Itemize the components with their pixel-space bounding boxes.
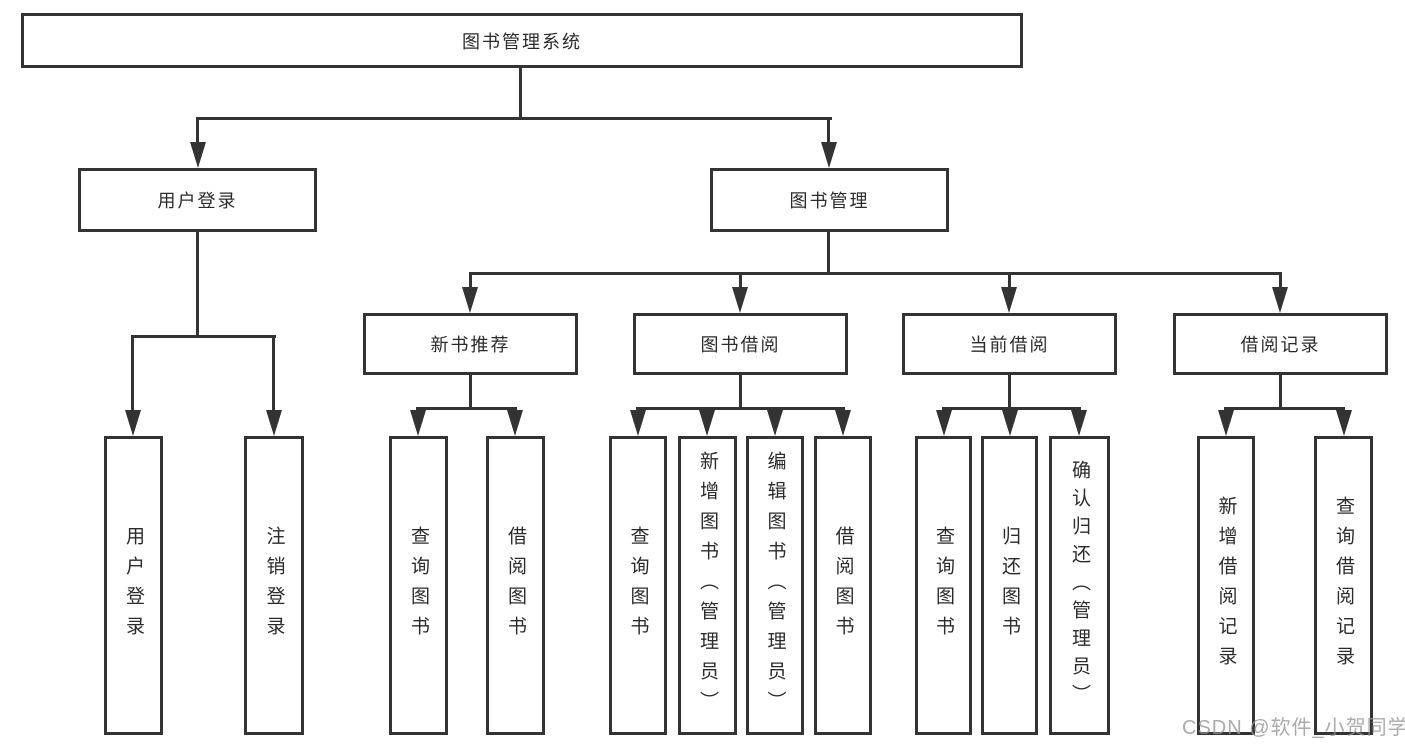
node-new-book-recommend: 新书推荐 xyxy=(363,313,578,375)
arrow-leaf-e1 xyxy=(1218,410,1234,436)
connector-root-stem xyxy=(519,68,522,117)
arrow-leaf-c2 xyxy=(699,410,715,436)
node-book-borrow: 图书借阅 xyxy=(633,313,848,375)
leaf-query-borrow-record-label: 查询借阅记录 xyxy=(1333,495,1354,676)
connector-book-borrow-split xyxy=(636,407,845,410)
leaf-logout-label: 注销登录 xyxy=(263,525,285,646)
node-root-label: 图书管理系统 xyxy=(462,31,582,52)
arrow-leaf-c3 xyxy=(767,410,783,436)
arrow-leaf-e2 xyxy=(1336,410,1352,436)
leaf-confirm-return-admin: 确认归还（管理员） xyxy=(1049,436,1110,735)
connector-user-login-split xyxy=(132,335,276,338)
leaf-return-books-label: 归还图书 xyxy=(999,525,1020,646)
leaf-logout: 注销登录 xyxy=(244,436,304,735)
leaf-add-books-admin-label: 新增图书（管理员） xyxy=(697,450,718,721)
watermark: CSDN @软件_小贺同学 xyxy=(1182,717,1405,739)
connector-borrow-records-stem xyxy=(1279,375,1282,410)
node-book-borrow-label: 图书借阅 xyxy=(700,335,781,355)
connector-drop-book-borrow xyxy=(739,272,742,290)
connector-new-book-split xyxy=(416,407,517,410)
leaf-query-books-d: 查询图书 xyxy=(915,436,972,735)
node-current-borrow: 当前借阅 xyxy=(902,313,1117,375)
arrow-leaf-c4 xyxy=(835,410,851,436)
leaf-borrow-books-c: 借阅图书 xyxy=(814,436,872,735)
node-book-mgmt: 图书管理 xyxy=(710,168,949,232)
connector-user-login-stem xyxy=(196,232,199,335)
leaf-query-books-c-label: 查询图书 xyxy=(627,525,649,646)
arrow-book-mgmt xyxy=(821,142,837,168)
leaf-query-books-b-label: 查询图书 xyxy=(408,525,429,646)
connector-drop-leaf-a2 xyxy=(272,335,275,412)
arrow-leaf-c1 xyxy=(630,410,646,436)
connector-book-mgmt-stem xyxy=(827,232,830,272)
arrow-book-borrow xyxy=(732,287,748,313)
arrow-leaf-d2 xyxy=(1002,410,1018,436)
leaf-borrow-books-c-label: 借阅图书 xyxy=(832,525,854,646)
leaf-borrow-books-b: 借阅图书 xyxy=(486,436,545,735)
arrow-leaf-a2 xyxy=(266,410,282,436)
leaf-query-books-d-label: 查询图书 xyxy=(933,525,954,646)
leaf-add-borrow-record: 新增借阅记录 xyxy=(1197,436,1255,735)
node-current-borrow-label: 当前借阅 xyxy=(969,335,1050,355)
node-root: 图书管理系统 xyxy=(21,13,1023,68)
leaf-user-login-label: 用户登录 xyxy=(123,525,144,646)
leaf-edit-books-admin-label: 编辑图书（管理员） xyxy=(764,450,786,721)
leaf-query-borrow-record: 查询借阅记录 xyxy=(1314,436,1373,735)
node-user-login-label: 用户登录 xyxy=(157,191,238,211)
connector-drop-borrow-records xyxy=(1279,272,1282,290)
connector-current-borrow-split xyxy=(942,407,1081,410)
arrow-new-book xyxy=(462,287,478,313)
connector-drop-current-borrow xyxy=(1008,272,1011,290)
node-user-login: 用户登录 xyxy=(78,168,317,232)
node-borrow-records: 借阅记录 xyxy=(1173,313,1388,375)
arrow-user-login xyxy=(190,142,206,168)
leaf-return-books: 归还图书 xyxy=(981,436,1038,735)
arrow-leaf-b2 xyxy=(507,410,523,436)
leaf-user-login: 用户登录 xyxy=(104,436,163,735)
connector-book-mgmt-split xyxy=(469,272,1282,275)
leaf-confirm-return-admin-label: 确认归还（管理员） xyxy=(1069,459,1090,712)
connector-book-borrow-stem xyxy=(739,375,742,410)
node-book-mgmt-label: 图书管理 xyxy=(789,191,870,211)
arrow-current-borrow xyxy=(1001,287,1017,313)
leaf-query-books-b: 查询图书 xyxy=(389,436,448,735)
arrow-leaf-b1 xyxy=(410,410,426,436)
connector-root-split xyxy=(197,117,832,120)
connector-drop-new-book xyxy=(469,272,472,290)
arrow-leaf-d3 xyxy=(1071,410,1087,436)
connector-current-borrow-stem xyxy=(1008,375,1011,410)
leaf-add-books-admin: 新增图书（管理员） xyxy=(678,436,737,735)
leaf-edit-books-admin: 编辑图书（管理员） xyxy=(746,436,804,735)
arrow-leaf-d1 xyxy=(936,410,952,436)
node-borrow-records-label: 借阅记录 xyxy=(1240,335,1321,355)
connector-drop-book-mgmt xyxy=(827,117,830,145)
connector-borrow-records-split xyxy=(1224,407,1345,410)
arrow-borrow-records xyxy=(1272,287,1288,313)
leaf-add-borrow-record-label: 新增借阅记录 xyxy=(1215,495,1237,676)
connector-drop-user-login xyxy=(196,117,199,145)
connector-new-book-stem xyxy=(469,375,472,410)
node-new-book-label: 新书推荐 xyxy=(430,335,511,355)
leaf-borrow-books-b-label: 借阅图书 xyxy=(505,525,526,646)
arrow-leaf-a1 xyxy=(125,410,141,436)
connector-drop-leaf-a1 xyxy=(131,335,134,412)
leaf-query-books-c: 查询图书 xyxy=(609,436,667,735)
